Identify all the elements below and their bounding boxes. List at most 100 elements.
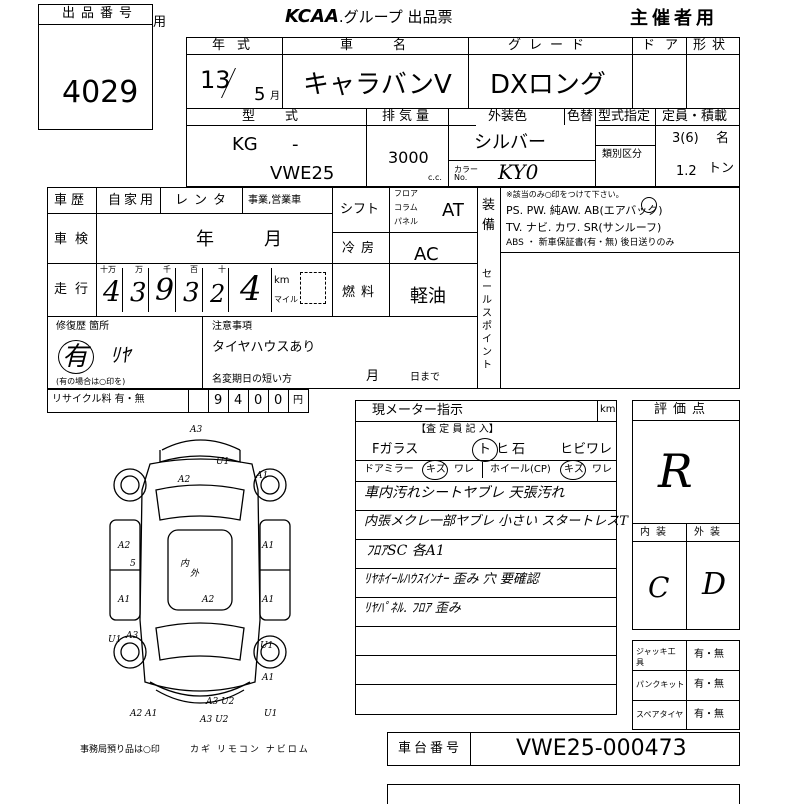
mileage-digit-1: 4	[103, 275, 121, 308]
chassis-value: VWE25-000473	[516, 736, 687, 761]
mirror-label: ドアミラー	[364, 464, 414, 475]
name-change-label: 名変期日の短い方	[212, 374, 292, 385]
model-code: VWE25	[270, 163, 335, 184]
mileage-digit-6: 4	[240, 269, 262, 309]
damage-mark-4: A2	[117, 541, 130, 551]
inspector-label: 【査 定 員 記 入】	[416, 424, 499, 435]
shape-label: 形状	[693, 38, 732, 53]
mile-unit: マイル	[274, 295, 298, 304]
exterior-label: 外装色	[488, 109, 528, 124]
damage-mark-14: A3 U2	[199, 715, 229, 725]
chassis-box	[387, 732, 740, 766]
exterior-grade: D	[702, 567, 727, 602]
exterior-grade-label: 外装	[694, 527, 726, 538]
vehicle-info-table	[186, 37, 740, 187]
equipment-line-2: TV. ナビ. カワ. SR(サンルーフ)	[506, 221, 662, 234]
diagram-number: 5	[130, 559, 136, 569]
mileage-label: 走行	[54, 282, 97, 297]
year-value: 13	[200, 66, 231, 94]
shift-floor: フロア	[394, 189, 418, 198]
score-box	[632, 400, 740, 524]
repair-label: 修復歴 箇所	[56, 321, 110, 332]
meter-unit: km	[600, 404, 616, 415]
inspection-box	[355, 400, 617, 715]
office-note: 事務局預り品は○印	[80, 745, 160, 755]
recycle-label: リサイクル料 有・無	[52, 394, 145, 405]
color-no-label: カラーNo.	[454, 165, 478, 182]
shift-panel: パネル	[394, 217, 418, 226]
name-label: 車名	[340, 38, 447, 53]
history-business: 事業,営業車	[248, 195, 302, 206]
score-value: R	[658, 444, 693, 498]
displacement-value: 3000	[388, 148, 429, 167]
name-change-day: 日まで	[410, 372, 440, 383]
fglass-opt4: ヒビワレ	[560, 442, 613, 457]
doors-label: ドア	[642, 38, 689, 53]
damage-mark-11: U1	[108, 635, 121, 645]
model-prefix: KG	[232, 134, 258, 155]
recycle-digit-2: 4	[234, 393, 243, 408]
inspection-month-unit: 月	[264, 229, 282, 250]
type-spec-label: 型式指定	[598, 109, 651, 124]
fglass-opt3: 石	[512, 442, 526, 457]
note-line-5: ﾘﾔﾊﾟﾈﾙ. ﾌﾛｱ 歪み	[364, 601, 461, 616]
exterior-value: シルバー	[474, 132, 546, 153]
digit-unit-10: 十	[218, 265, 226, 274]
puncture-label: パンクキット	[636, 680, 685, 689]
lot-side-char: 用	[153, 15, 167, 30]
ac-label: 冷房	[342, 241, 381, 256]
sheet-title: KCAA.グループ 出品票	[285, 8, 453, 26]
mileage-digit-2: 3	[130, 278, 147, 308]
color-change-label: 色替	[567, 109, 594, 124]
grade-label: グレード	[508, 38, 593, 53]
spare-yes-no: 有・無	[694, 709, 724, 720]
damage-mark-5: A1	[117, 595, 130, 605]
shift-label: シフト	[340, 202, 380, 217]
bottom-box	[387, 784, 740, 804]
color-no-value: KY0	[498, 160, 539, 184]
lot-number: 4029	[62, 75, 139, 110]
recycle-digit-4: 0	[274, 393, 283, 408]
digit-unit-1k: 千	[163, 265, 171, 274]
digit-unit-10k: 万	[135, 265, 143, 274]
damage-mark-1: A3	[189, 425, 202, 435]
category-label: 類別区分	[602, 149, 642, 160]
fglass-label: Fガラス	[372, 442, 419, 457]
equipment-note: ※該当のみ○印をつけて下さい。	[506, 190, 624, 199]
office-items: カギ リモコン ナビロム	[190, 745, 310, 755]
car-name: キャラバンV	[303, 70, 452, 100]
interior-grade: C	[648, 571, 670, 604]
sales-point-label: セールスポイント	[482, 269, 492, 371]
digit-unit-100k: 十万	[100, 265, 116, 274]
damage-mark-8: A2	[201, 595, 214, 605]
mileage-digit-5: 2	[210, 280, 226, 308]
repair-location: ﾘﾔ	[110, 343, 130, 367]
equipment-line-1: PS. PW. 純AW. AB(エアバック)	[506, 204, 663, 217]
recycle-digit-3: 0	[254, 393, 263, 408]
mile-checkbox	[300, 272, 326, 304]
jack-label: ジャッキ工具	[636, 647, 676, 667]
spare-label: スペアタイヤ	[636, 710, 684, 719]
load-value: 1.2	[676, 164, 697, 179]
interior-label: 内装	[640, 527, 672, 538]
note-line-3: ﾌﾛｱSC 各A1	[366, 543, 445, 559]
mileage-digit-3: 9	[155, 273, 175, 308]
car-damage-diagram: A3 A2 A1 A2 A1 A1 A1 A2 U1 A1 U1 A3 U1 A…	[108, 425, 291, 725]
inspection-year-unit: 年	[196, 229, 214, 250]
digit-unit-100: 百	[190, 265, 198, 274]
damage-mark-15: A3 U2	[205, 697, 235, 707]
month-value: 5	[254, 84, 266, 105]
wheel-label: ホイール(CP)	[490, 464, 551, 475]
grade-value: DXロング	[490, 70, 606, 100]
recycle-digit-1: 9	[214, 393, 223, 408]
history-label: 車歴	[54, 193, 89, 208]
damage-mark-16: A2 A1	[129, 709, 157, 719]
history-table	[47, 187, 740, 389]
mirror-opt2: ワレ	[454, 464, 474, 475]
model-label: 型式	[242, 109, 329, 124]
history-private: 自家用	[108, 193, 157, 208]
fuel-label: 燃料	[342, 285, 381, 300]
jack-yes-no: 有・無	[694, 649, 724, 660]
damage-mark-2: A2	[177, 475, 190, 485]
